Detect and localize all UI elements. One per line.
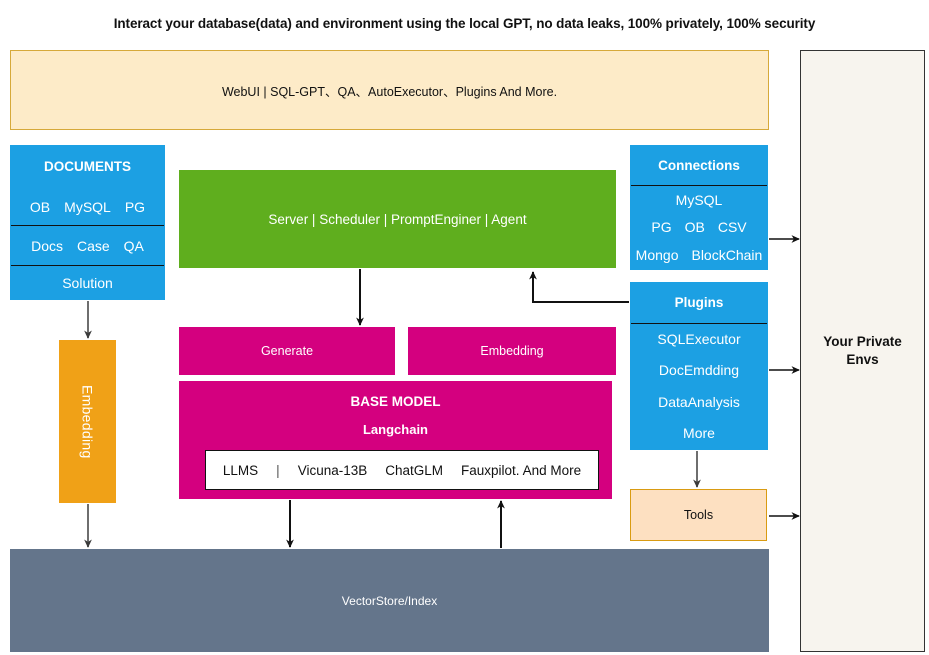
connections-header: Connections bbox=[658, 158, 740, 174]
llms-item-fauxpilot: Fauxpilot. And More bbox=[461, 462, 582, 478]
private-envs-line2: Envs bbox=[846, 352, 879, 367]
plugins-group: Plugins SQLExecutor DocEmdding DataAnaly… bbox=[630, 282, 768, 450]
embedding-box: Embedding bbox=[408, 327, 616, 375]
llms-list: LLMS | Vicuna-13B ChatGLM Fauxpilot. And… bbox=[205, 450, 599, 490]
llms-label: LLMS bbox=[222, 462, 259, 478]
connections-item-mongo: Mongo bbox=[635, 247, 679, 264]
documents-item-ob: OB bbox=[29, 198, 51, 215]
documents-item-qa: QA bbox=[123, 237, 144, 254]
connections-group: Connections MySQL PG OB CSV Mongo BlockC… bbox=[630, 145, 768, 270]
plugins-item-sqlexecutor-row: SQLExecutor bbox=[631, 322, 767, 355]
connections-item-blockchain: BlockChain bbox=[691, 247, 763, 264]
embedding-vertical-label: Embedding bbox=[79, 384, 96, 459]
base-model-title: BASE MODEL bbox=[350, 394, 441, 409]
documents-item-docs: Docs bbox=[31, 237, 63, 254]
base-model-box: BASE MODEL Langchain LLMS | Vicuna-13B C… bbox=[179, 381, 612, 499]
documents-item-solution: Solution bbox=[62, 274, 113, 291]
arrow-plugins-to-server bbox=[529, 271, 629, 303]
your-private-envs-panel: Your Private Envs bbox=[800, 50, 925, 652]
connections-item-pg: PG bbox=[651, 219, 672, 236]
documents-item-pg: PG bbox=[124, 198, 146, 215]
documents-group: DOCUMENTS OB MySQL PG Docs Case QA Solut… bbox=[10, 145, 165, 300]
plugins-item-docemdding: DocEmdding bbox=[658, 361, 740, 378]
server-label: Server | Scheduler | PromptEnginer | Age… bbox=[268, 211, 527, 227]
llms-item-vicuna: Vicuna-13B bbox=[297, 462, 368, 478]
webui-label: WebUI | SQL-GPT、QA、AutoExecutor、Plugins … bbox=[221, 84, 558, 99]
tools-label: Tools bbox=[683, 508, 714, 522]
llms-item-chatglm: ChatGLM bbox=[385, 462, 444, 478]
plugins-item-docemdding-row: DocEmdding bbox=[631, 354, 767, 386]
generate-label: Generate bbox=[260, 344, 314, 358]
page-title: Interact your database(data) and environ… bbox=[113, 16, 816, 31]
documents-row-solution: Solution bbox=[11, 265, 164, 299]
plugins-header: Plugins bbox=[674, 295, 724, 311]
llms-separator: | bbox=[276, 462, 280, 478]
vectorstore-label: VectorStore/Index bbox=[341, 593, 438, 608]
documents-header: DOCUMENTS bbox=[44, 159, 131, 175]
connections-item-ob: OB bbox=[684, 219, 705, 236]
documents-item-case: Case bbox=[76, 237, 110, 254]
webui-banner: WebUI | SQL-GPT、QA、AutoExecutor、Plugins … bbox=[10, 50, 769, 130]
plugins-item-more: More bbox=[683, 425, 715, 442]
plugins-item-more-row: More bbox=[631, 417, 767, 449]
connections-item-csv: CSV bbox=[717, 219, 747, 236]
plugins-item-dataanalysis-row: DataAnalysis bbox=[631, 386, 767, 418]
connections-item-mysql: MySQL bbox=[675, 191, 723, 208]
base-model-subtitle: Langchain bbox=[362, 422, 428, 437]
connections-row-3: Mongo BlockChain bbox=[631, 241, 767, 269]
plugins-item-dataanalysis: DataAnalysis bbox=[658, 393, 740, 410]
vectorstore-box: VectorStore/Index bbox=[10, 549, 769, 652]
connections-row-2: PG OB CSV bbox=[631, 213, 767, 242]
documents-row-docs: Docs Case QA bbox=[11, 225, 164, 265]
embedding-label: Embedding bbox=[480, 344, 544, 358]
server-box: Server | Scheduler | PromptEnginer | Age… bbox=[179, 170, 616, 268]
plugins-item-sqlexecutor: SQLExecutor bbox=[657, 330, 741, 347]
documents-item-mysql: MySQL bbox=[64, 198, 111, 215]
documents-row-sources: OB MySQL PG bbox=[11, 188, 164, 226]
embedding-vertical-box: Embedding bbox=[59, 340, 116, 503]
generate-box: Generate bbox=[179, 327, 395, 375]
connections-row-1: MySQL bbox=[631, 185, 767, 213]
private-envs-line1: Your Private bbox=[823, 333, 902, 349]
tools-box: Tools bbox=[630, 489, 767, 541]
